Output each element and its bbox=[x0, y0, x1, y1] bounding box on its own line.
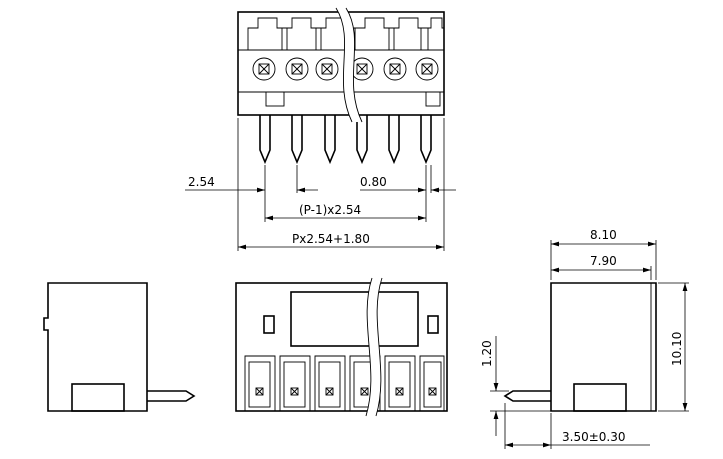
overall-length-label: Px2.54+1.80 bbox=[292, 232, 370, 246]
wire-entries bbox=[244, 355, 445, 411]
top-dimensions: 2.54 0.80 (P-1)x2.54 Px2.54+1.80 bbox=[185, 118, 456, 251]
height-label: 10.10 bbox=[670, 332, 684, 366]
front-view bbox=[235, 277, 448, 417]
pin-offset-label: 1.20 bbox=[480, 340, 494, 367]
pitch-total-label: (P-1)x2.54 bbox=[299, 203, 361, 217]
pin-length-label: 3.50±0.30 bbox=[562, 430, 626, 444]
clamp-screws bbox=[252, 57, 439, 81]
pitch-label: 2.54 bbox=[188, 175, 215, 189]
depth-outer-label: 8.10 bbox=[590, 228, 617, 242]
top-view bbox=[237, 7, 445, 165]
terminal-slots bbox=[247, 17, 445, 50]
right-dimensions: 8.10 7.90 10.10 1.20 3.50±0.30 bbox=[480, 228, 689, 449]
pins-top-view bbox=[259, 115, 432, 165]
left-side-view bbox=[43, 282, 196, 412]
depth-inner-label: 7.90 bbox=[590, 254, 617, 268]
pin-width-label: 0.80 bbox=[360, 175, 387, 189]
right-side-view bbox=[503, 282, 657, 412]
